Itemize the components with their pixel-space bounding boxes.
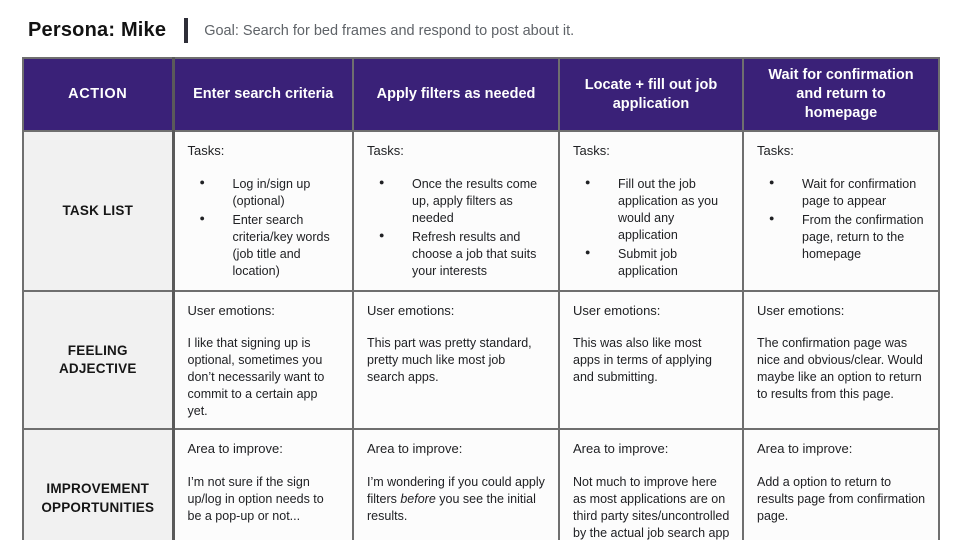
improve-cell-step-2: Area to improve: I’m wondering if you co… <box>352 428 560 540</box>
task-item: Wait for confirmation page to appear <box>769 176 926 210</box>
feeling-adjective-row: FEELING ADJECTIVE User emotions: I like … <box>22 289 940 431</box>
improve-cell-step-1: Area to improve: I’m not sure if the sig… <box>172 428 354 540</box>
improvement-opportunities-row: IMPROVEMENT OPPORTUNITIES Area to improv… <box>22 428 940 540</box>
goal-text: Goal: Search for bed frames and respond … <box>204 22 575 39</box>
cell-heading: User emotions: <box>367 302 455 318</box>
task-item: Submit job application <box>585 246 730 280</box>
column-header-step-2: Apply filters as needed <box>352 57 560 132</box>
task-item: Once the results come up, apply filters … <box>379 176 546 227</box>
emotion-text: I like that signing up is optional, some… <box>187 336 325 419</box>
task-cell-step-3: Tasks: Fill out the job application as y… <box>558 130 744 292</box>
cell-heading: Tasks: <box>573 143 610 158</box>
emotion-text: This part was pretty standard, pretty mu… <box>367 336 532 385</box>
cell-heading: User emotions: <box>573 302 661 318</box>
cell-heading: Tasks: <box>367 143 404 158</box>
improve-text: Not much to improve here as most applica… <box>573 475 730 540</box>
emotion-text: The confirmation page was nice and obvio… <box>757 336 923 402</box>
cell-heading: Area to improve: <box>757 441 853 457</box>
improve-text-italic: before <box>400 492 436 507</box>
task-list-row: TASK LIST Tasks: Log in/sign up (optiona… <box>22 130 940 292</box>
task-bullet-list: Wait for confirmation page to appear Fro… <box>757 176 926 263</box>
cell-heading: Area to improve: <box>187 441 283 457</box>
slide-header: Persona: Mike Goal: Search for bed frame… <box>28 18 574 43</box>
cell-heading: User emotions: <box>187 302 275 318</box>
task-bullet-list: Once the results come up, apply filters … <box>367 176 546 280</box>
task-cell-step-2: Tasks: Once the results come up, apply f… <box>352 130 560 292</box>
task-item: Log in/sign up (optional) <box>200 176 341 210</box>
column-header-step-1: Enter search criteria <box>172 57 354 132</box>
column-header-step-3: Locate + fill out job application <box>558 57 744 132</box>
emotion-cell-step-1: User emotions: I like that signing up is… <box>172 289 354 431</box>
emotion-cell-step-4: User emotions: The confirmation page was… <box>742 289 940 431</box>
emotion-cell-step-3: User emotions: This was also like most a… <box>558 289 744 431</box>
improve-text: Add a option to return to results page f… <box>757 475 926 524</box>
persona-title: Persona: Mike <box>28 19 167 41</box>
row-label-feeling-adjective: FEELING ADJECTIVE <box>22 289 175 431</box>
title-divider <box>184 18 189 43</box>
cell-heading: Tasks: <box>187 143 225 158</box>
task-item: Enter search criteria/key words (job tit… <box>200 212 341 280</box>
cell-heading: Tasks: <box>757 143 794 158</box>
column-header-action: ACTION <box>22 57 175 132</box>
cell-heading: Area to improve: <box>367 441 463 457</box>
journey-map-table: ACTION Enter search criteria Apply filte… <box>22 57 940 540</box>
improve-text-suffix: you see the initial results. <box>367 492 536 524</box>
task-item: Refresh results and choose a job that su… <box>379 229 546 280</box>
task-item: Fill out the job application as you woul… <box>585 176 730 244</box>
improve-text-prefix: I’m wondering if you could apply filters <box>367 475 545 507</box>
cell-heading: Area to improve: <box>573 441 669 457</box>
row-label-task-list: TASK LIST <box>22 130 175 292</box>
cell-heading: User emotions: <box>757 302 845 318</box>
column-header-step-4: Wait for confirmation and return to home… <box>742 57 940 132</box>
emotion-text: This was also like most apps in terms of… <box>573 336 712 385</box>
task-bullet-list: Fill out the job application as you woul… <box>573 176 730 280</box>
improve-text: I’m not sure if the sign up/log in optio… <box>187 475 324 524</box>
improve-cell-step-4: Area to improve: Add a option to return … <box>742 428 940 540</box>
header-row: ACTION Enter search criteria Apply filte… <box>22 57 940 132</box>
task-cell-step-4: Tasks: Wait for confirmation page to app… <box>742 130 940 292</box>
improve-cell-step-3: Area to improve: Not much to improve her… <box>558 428 744 540</box>
task-item: From the confirmation page, return to th… <box>769 212 926 263</box>
improve-text: I’m wondering if you could apply filters… <box>367 474 546 525</box>
emotion-cell-step-2: User emotions: This part was pretty stan… <box>352 289 560 431</box>
task-bullet-list: Log in/sign up (optional) Enter search c… <box>188 176 341 280</box>
task-cell-step-1: Tasks: Log in/sign up (optional) Enter s… <box>172 130 354 292</box>
row-label-improvement-opportunities: IMPROVEMENT OPPORTUNITIES <box>22 428 175 540</box>
